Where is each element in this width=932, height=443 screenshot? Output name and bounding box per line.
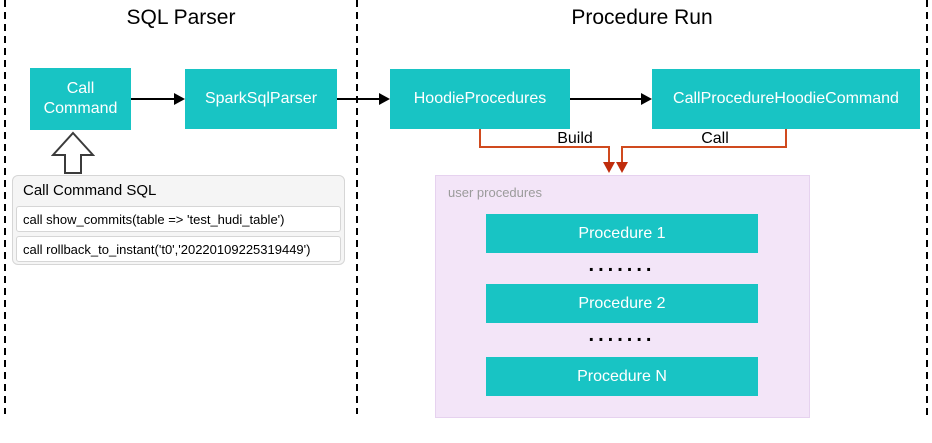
node-procedure-2: Procedure 2 [486, 284, 758, 323]
build-connector-segment [479, 146, 610, 148]
hollow-up-arrow [51, 131, 95, 174]
edge-label-call: Call [701, 130, 729, 147]
arrow-hoodieprocedures-to-callprocedurehoodiecommand [570, 93, 652, 105]
section-title-sql-parser: SQL Parser [126, 6, 236, 29]
dots-separator: ....... [588, 254, 656, 276]
node-procedure-n: Procedure N [486, 357, 758, 396]
node-callprocedurehoodiecommand: CallProcedureHoodieCommand [652, 69, 920, 129]
node-sparksqlparser: SparkSqlParser [185, 69, 337, 129]
dots-separator: ....... [588, 324, 656, 346]
sql-statement-row: call rollback_to_instant('t0','202201092… [16, 236, 341, 262]
build-connector-segment [608, 146, 610, 163]
arrow-callcommand-to-sparksqlparser [131, 93, 185, 105]
user-procedures-label: user procedures [448, 185, 542, 200]
arrow-sparksqlparser-to-hoodieprocedures [337, 93, 390, 105]
dashed-border-left [4, 0, 6, 414]
build-connector-segment [479, 129, 481, 148]
sql-statement-row: call show_commits(table => 'test_hudi_ta… [16, 206, 341, 232]
call-connector-segment [621, 146, 787, 148]
sql-panel-title: Call Command SQL [23, 182, 157, 199]
node-hoodieprocedures: HoodieProcedures [390, 69, 570, 129]
node-procedure-1: Procedure 1 [486, 214, 758, 253]
call-connector-segment [621, 146, 623, 163]
build-arrowhead-icon [603, 162, 615, 173]
dashed-border-middle [356, 0, 358, 414]
node-call-command: Call Command [30, 68, 131, 130]
call-connector-segment [785, 129, 787, 148]
section-title-procedure-run: Procedure Run [571, 6, 713, 29]
dashed-border-right [926, 0, 928, 416]
call-command-sql-panel: Call Command SQL call show_commits(table… [12, 175, 345, 265]
call-arrowhead-icon [616, 162, 628, 173]
user-procedures-panel: user procedures Procedure 1 ....... Proc… [435, 175, 810, 418]
edge-label-build: Build [557, 130, 593, 147]
